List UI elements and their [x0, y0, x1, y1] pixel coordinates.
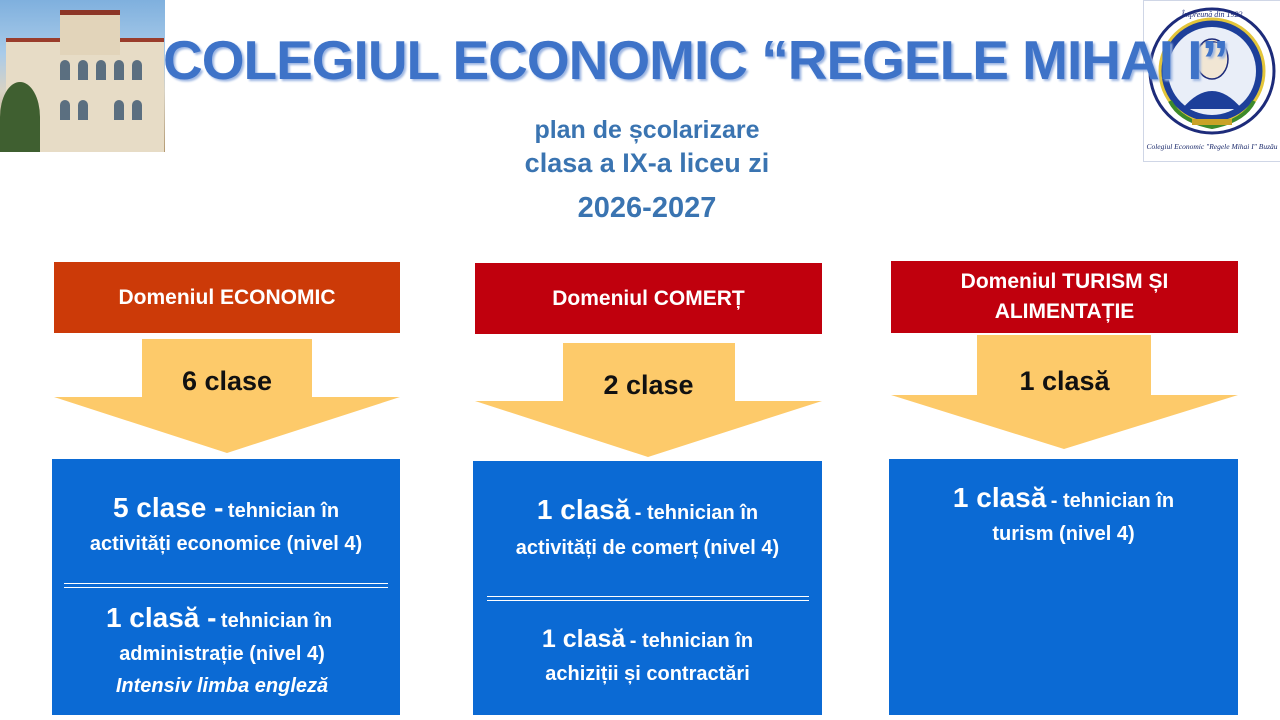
tree [0, 82, 40, 152]
domain-turism-label-line1: Domeniul TURISM ȘI [960, 270, 1169, 293]
window [60, 60, 70, 80]
domain-economic-count: 6 clase [181, 366, 273, 396]
program-line: 1 clasă - tehnician în [473, 623, 822, 657]
logo-emblem-icon: Împreună din 1922 [1148, 7, 1276, 135]
school-year: 2026-2027 [577, 192, 717, 224]
down-arrow-icon [475, 343, 822, 457]
program-detail: administrație (nivel 4) [119, 643, 325, 665]
program-text: - tehnician în [629, 630, 754, 652]
school-building-photo [0, 0, 165, 152]
page-title: COLEGIUL ECONOMIC “REGELE MIHAI I” [163, 29, 1229, 91]
window [60, 100, 70, 120]
window [114, 60, 124, 80]
program-text: - tehnician în [634, 502, 759, 524]
program-detail: turism (nivel 4) [992, 523, 1135, 545]
down-arrow-icon [54, 339, 400, 453]
domain-turism-header: Domeniul TURISM ȘI ALIMENTAȚIE [891, 261, 1238, 333]
domain-turism-label-line2: ALIMENTAȚIE [994, 300, 1135, 323]
program-text: tehnician în [220, 610, 333, 632]
subtitle-class: clasa a IX-a liceu zi [524, 148, 770, 178]
turism-programs-box: 1 clasă - tehnician în turism (nivel 4) [889, 459, 1238, 715]
domain-economic-label: Domeniul ECONOMIC [118, 285, 336, 309]
program-line: 1 clasă - tehnician în [473, 491, 822, 529]
divider [487, 596, 809, 601]
school-logo: Împreună din 1922 Colegiul Economic "Reg… [1143, 0, 1280, 162]
program-lead: 1 clasă [536, 494, 631, 525]
domain-turism-count: 1 clasă [1019, 366, 1110, 396]
program-lead: 1 clasă [541, 625, 626, 653]
window [96, 60, 106, 80]
down-arrow-icon [891, 335, 1238, 449]
program-detail: achiziții și contractări [545, 663, 750, 685]
domain-comert-label: Domeniul COMERȚ [552, 286, 745, 310]
domain-comert-header: Domeniul COMERȚ [475, 263, 822, 334]
program-lead: 1 clasă [952, 482, 1047, 513]
window [132, 60, 142, 80]
domain-comert-count: 2 clase [603, 370, 694, 400]
comert-programs-box: 1 clasă - tehnician în activități de com… [473, 461, 822, 715]
window [114, 100, 124, 120]
program-text: - tehnician în [1050, 490, 1175, 512]
program-text: tehnician în [227, 500, 340, 522]
window [78, 60, 88, 80]
building-tower [60, 10, 120, 55]
logo-motto: Împreună din 1922 [1180, 9, 1242, 19]
economic-programs-box: 5 clase - tehnician în activități econom… [52, 459, 400, 715]
program-line: 1 clasă - tehnician în [889, 479, 1238, 517]
logo-caption: Colegiul Economic "Regele Mihai I" Buzău [1146, 142, 1278, 151]
divider [64, 583, 388, 588]
program-line: 1 clasă - tehnician în [38, 599, 400, 637]
program-line: 5 clase - tehnician în [52, 489, 400, 527]
program-note: Intensiv limba engleză [115, 675, 329, 697]
program-detail: activități economice (nivel 4) [89, 533, 363, 555]
window [132, 100, 142, 120]
program-detail: activități de comerț (nivel 4) [515, 537, 780, 559]
program-lead: 1 clasă - [105, 602, 217, 633]
window [78, 100, 88, 120]
subtitle-plan: plan de școlarizare [534, 116, 760, 144]
program-lead: 5 clase - [112, 492, 224, 523]
domain-economic-header: Domeniul ECONOMIC [54, 262, 400, 333]
